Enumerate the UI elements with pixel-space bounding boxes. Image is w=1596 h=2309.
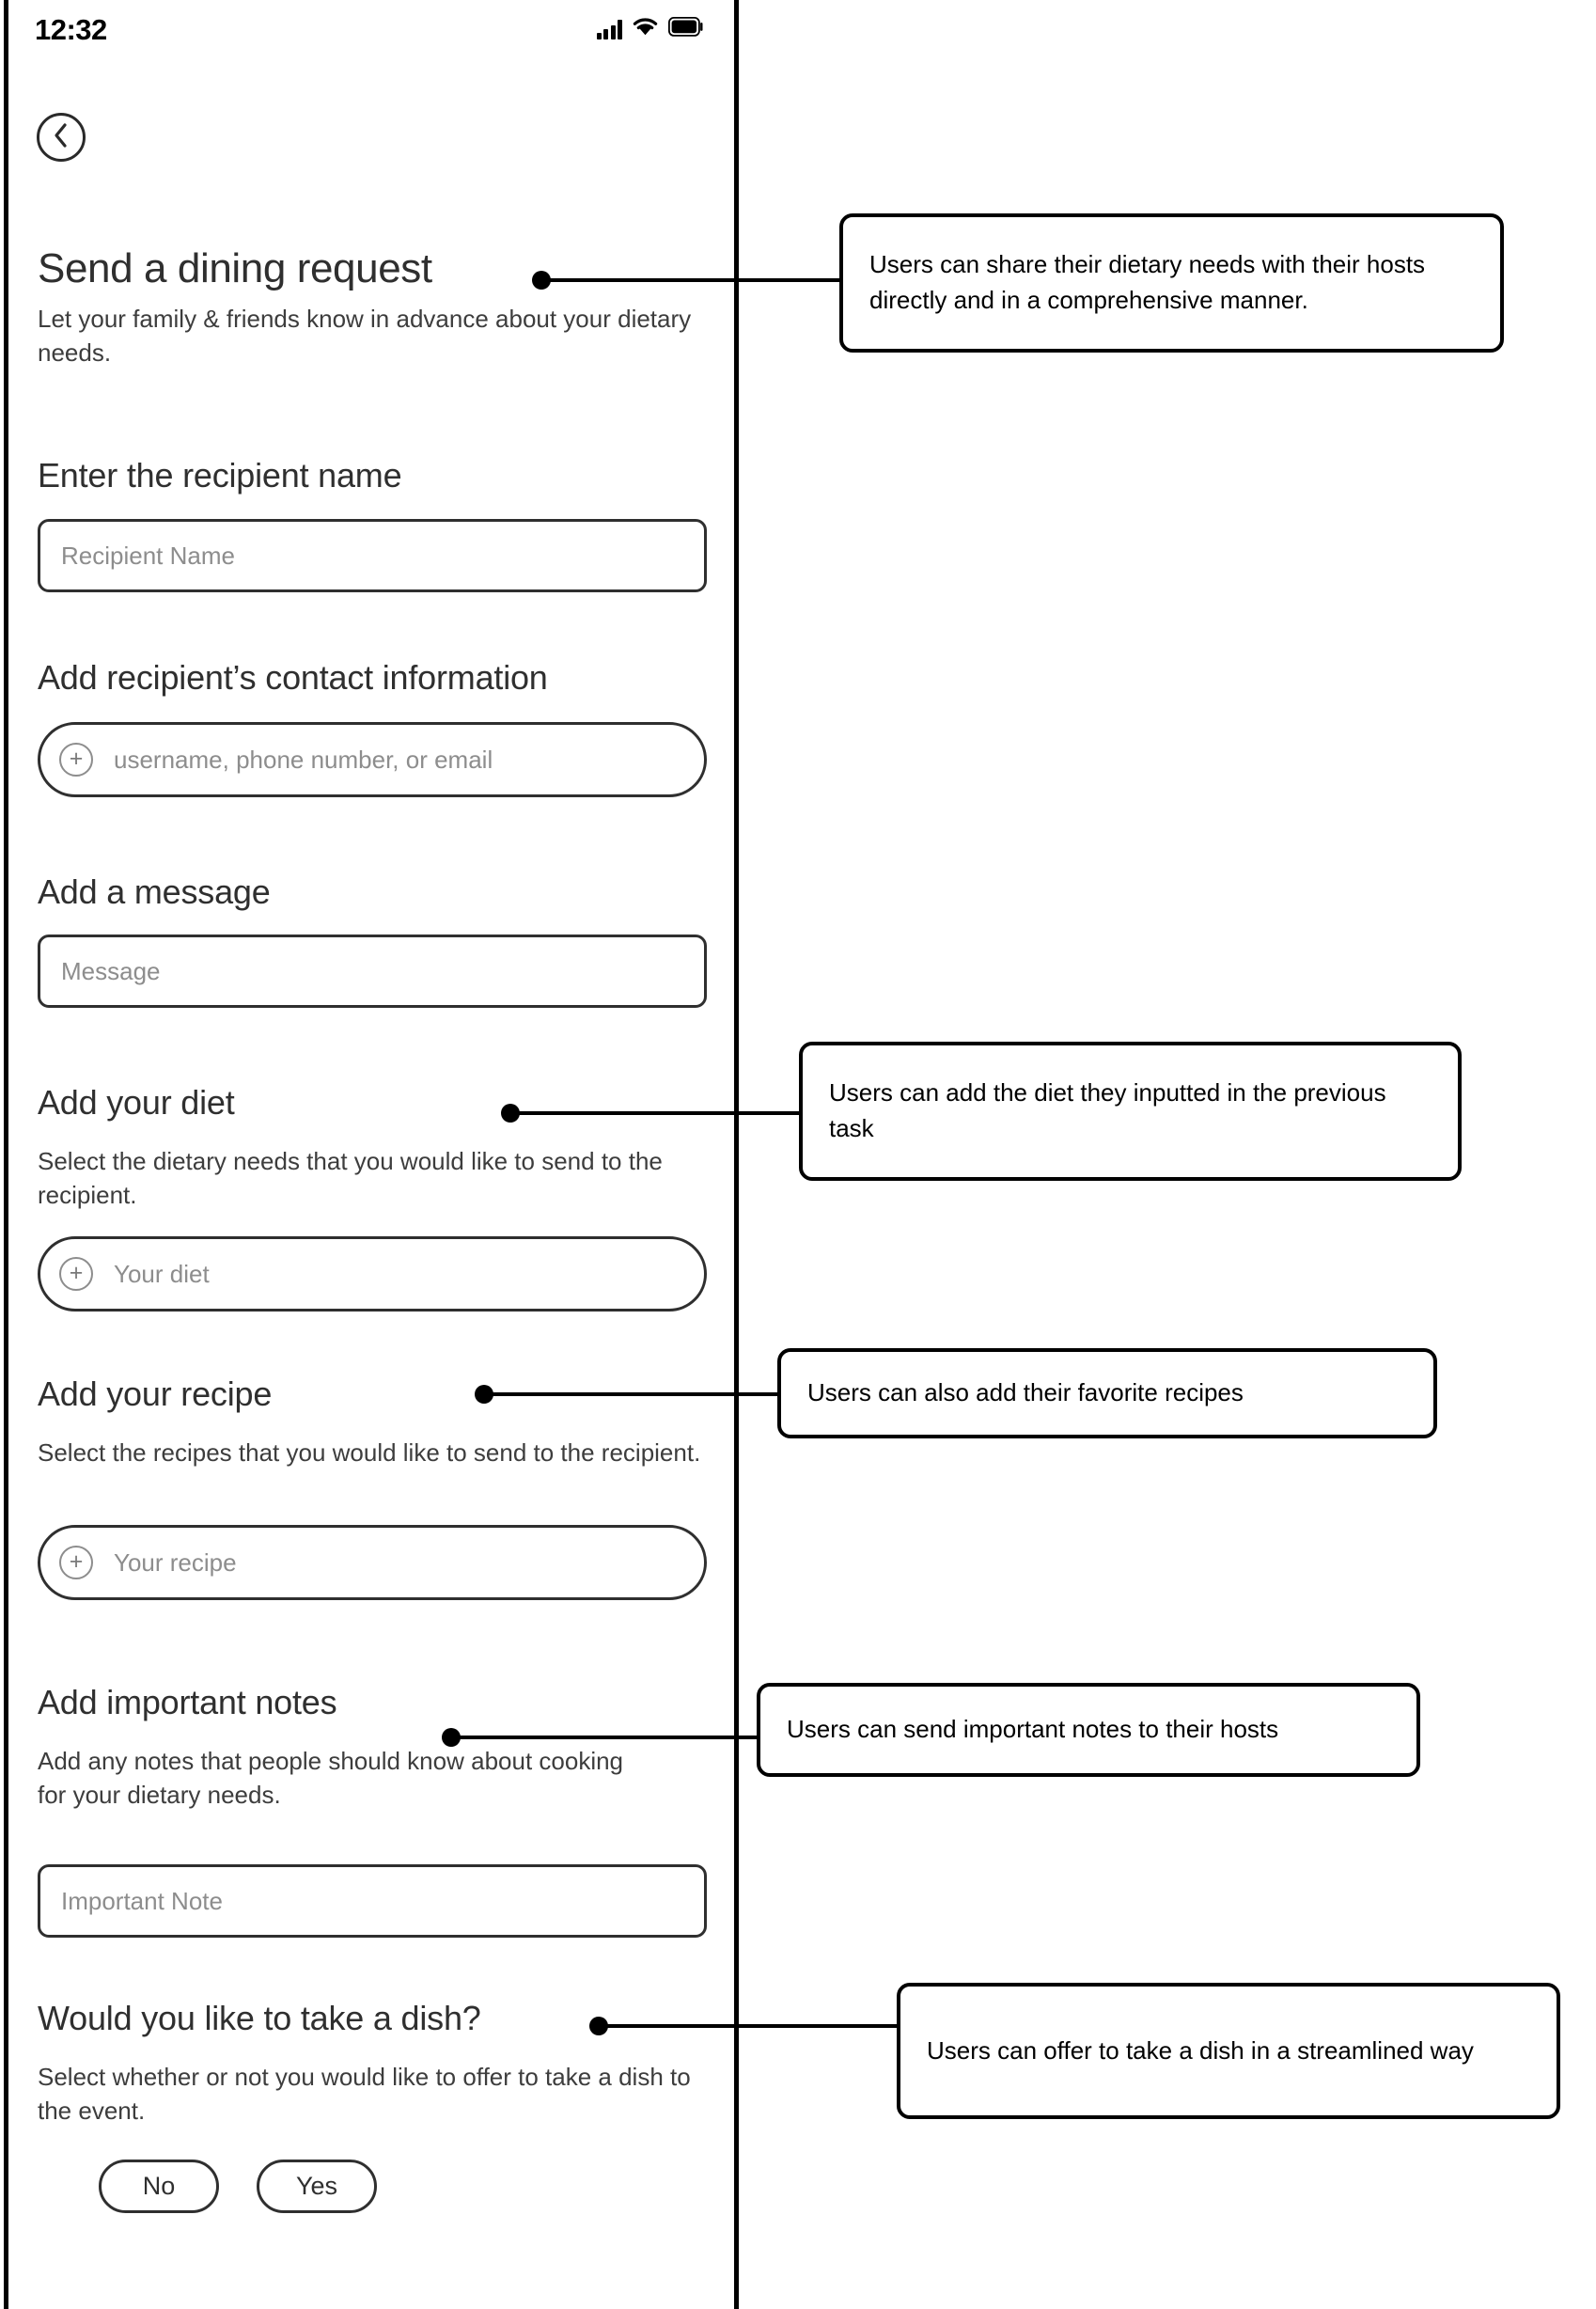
annotation-callout-4: Users can send important notes to their … [757,1683,1420,1777]
recipient-name-input-box[interactable]: Recipient Name [38,519,707,592]
wifi-icon [633,17,658,41]
recipient-name-input[interactable]: Recipient Name [38,519,707,592]
dish-no-button[interactable]: No [99,2160,219,2213]
contact-info-placeholder: username, phone number, or email [114,745,493,774]
status-time: 12:32 [35,13,107,46]
contact-info-input[interactable]: + username, phone number, or email [38,722,707,797]
annotation-callout-3: Users can also add their favorite recipe… [777,1348,1437,1438]
section-notes-description: Add any notes that people should know ab… [38,1745,658,1813]
annotation-callout-5: Users can offer to take a dish in a stre… [897,1983,1560,2119]
page-subtitle: Let your family & friends know in advanc… [38,303,707,370]
section-description: Select whether or not you would like to … [38,2063,691,2125]
annotation-dot-4 [442,1728,461,1747]
diet-input-box[interactable]: + Your diet [38,1236,707,1312]
section-heading: Add your diet [38,1083,235,1122]
section-recipe-description: Select the recipes that you would like t… [38,1437,707,1470]
dish-yes-button[interactable]: Yes [257,2160,377,2213]
recipe-input[interactable]: + Your recipe [38,1525,707,1600]
section-heading: Add important notes [38,1683,337,1721]
message-input[interactable]: Message [38,935,707,1008]
annotation-callout-1: Users can share their dietary needs with… [839,213,1504,353]
section-important-notes: Add important notes [38,1683,707,1721]
annotation-callout-2: Users can add the diet they inputted in … [799,1042,1462,1181]
section-heading: Add recipient’s contact information [38,658,548,697]
phone-screen: 12:32 [0,0,735,2309]
important-note-placeholder: Important Note [61,1886,223,1915]
section-dish-description: Select whether or not you would like to … [38,2061,696,2128]
important-note-input[interactable]: Important Note [38,1864,707,1938]
section-description: Select the recipes that you would like t… [38,1438,701,1467]
annotation-line-4 [459,1736,764,1739]
status-bar-icons [596,16,706,41]
section-contact-info: Add recipient’s contact information [38,658,707,697]
section-heading: Enter the recipient name [38,456,402,495]
annotation-text: Users can also add their favorite recipe… [807,1378,1244,1407]
section-heading: Would you like to take a dish? [38,1999,481,2037]
message-placeholder: Message [61,956,161,985]
plus-circle-icon[interactable]: + [59,1257,93,1291]
plus-circle-icon[interactable]: + [59,1546,93,1579]
diet-placeholder: Your diet [114,1259,210,1288]
section-description: Select the dietary needs that you would … [38,1147,663,1209]
section-take-dish: Would you like to take a dish? [38,1999,707,2037]
status-bar: 12:32 [0,13,735,53]
page-title-text: Send a dining request [38,245,432,291]
annotation-dot-5 [589,2017,608,2035]
recipe-placeholder: Your recipe [114,1547,237,1577]
section-recipient-name: Enter the recipient name [38,456,707,495]
section-heading: Add your recipe [38,1374,273,1413]
section-description: Add any notes that people should know ab… [38,1747,624,1809]
annotation-text: Users can share their dietary needs with… [869,250,1426,314]
battery-icon [667,16,705,41]
contact-info-input-box[interactable]: + username, phone number, or email [38,722,707,797]
section-recipe: Add your recipe [38,1374,707,1413]
cellular-signal-icon [596,19,622,39]
annotation-dot-3 [475,1385,493,1404]
page-title: Send a dining request [38,245,707,291]
dish-choice-group: No Yes [99,2160,377,2213]
section-heading: Add a message [38,872,271,911]
annotation-line-2 [518,1111,802,1115]
section-diet-description: Select the dietary needs that you would … [38,1145,696,1213]
annotation-line-5 [606,2024,898,2028]
plus-circle-icon[interactable]: + [59,743,93,777]
section-message: Add a message [38,872,707,911]
annotation-line-1 [549,278,840,282]
section-diet: Add your diet [38,1083,707,1122]
important-note-input-box[interactable]: Important Note [38,1864,707,1938]
annotation-text: Users can offer to take a dish in a stre… [927,2035,1474,2065]
diet-input[interactable]: + Your diet [38,1236,707,1312]
annotation-text: Users can add the diet they inputted in … [829,1078,1386,1142]
annotation-text: Users can send important notes to their … [787,1715,1279,1744]
page-subtitle-text: Let your family & friends know in advanc… [38,305,692,367]
recipient-name-placeholder: Recipient Name [61,541,235,570]
annotation-line-3 [492,1392,785,1396]
recipe-input-box[interactable]: + Your recipe [38,1525,707,1600]
annotation-dot-1 [532,271,551,290]
back-button[interactable] [37,113,86,162]
message-input-box[interactable]: Message [38,935,707,1008]
chevron-left-icon [52,122,70,153]
annotation-dot-2 [501,1104,520,1123]
